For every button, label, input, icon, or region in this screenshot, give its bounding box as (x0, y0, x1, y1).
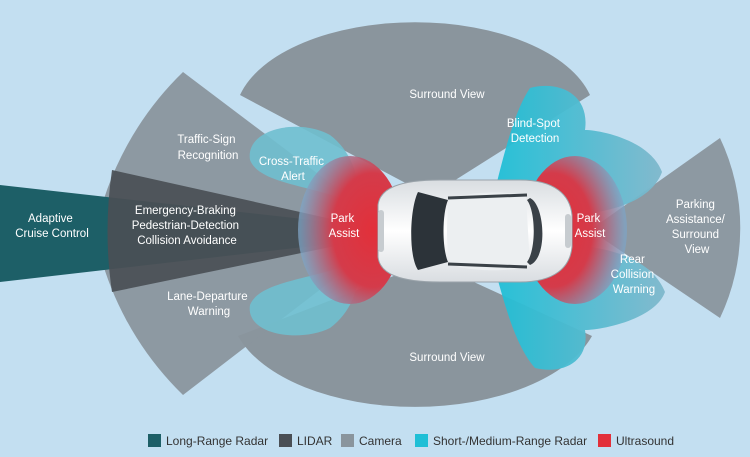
emergency-braking-line-2: Pedestrian-Detection (132, 220, 239, 232)
lane-departure-line-2: Warning (188, 306, 230, 318)
lane-departure-line-1: Lane-Departure (167, 291, 248, 303)
lidar-zone (107, 170, 345, 292)
legend-item-long-range-radar: Long-Range Radar (148, 434, 268, 448)
adaptive-cruise-line-1: Adaptive (28, 213, 73, 225)
surround-view-top-zone (240, 22, 590, 197)
adaptive-cruise-label: Adaptive Cruise Control (15, 213, 89, 240)
car-top-view (377, 179, 573, 283)
legend-item-camera: Camera (341, 434, 402, 448)
rear-collision-line-1: Rear (620, 254, 645, 266)
legend-label: Ultrasound (616, 434, 674, 448)
rear-collision-line-2: Collision (611, 269, 654, 281)
emergency-braking-line-1: Emergency-Braking (135, 205, 236, 217)
parking-assistance-line-1: Parking (676, 199, 715, 211)
parking-assistance-label: Parking Assistance/ Surround View (666, 199, 728, 256)
traffic-sign-line-1: Traffic-Sign (177, 134, 235, 146)
legend-item-short-medium-radar: Short-/Medium-Range Radar (415, 434, 587, 448)
legend-swatch (415, 434, 428, 447)
legend-label: Camera (359, 434, 402, 448)
parking-assistance-line-4: View (685, 244, 710, 256)
legend-item-lidar: LIDAR (279, 434, 333, 448)
emergency-braking-label: Emergency-Braking Pedestrian-Detection C… (132, 205, 243, 247)
surround-view-top-label: Surround View (409, 89, 485, 101)
adaptive-cruise-line-2: Cruise Control (15, 228, 89, 240)
legend-swatch (598, 434, 611, 447)
legend-label: Short-/Medium-Range Radar (433, 434, 587, 448)
legend-item-ultrasound: Ultrasound (598, 434, 674, 448)
traffic-sign-label: Traffic-Sign Recognition (177, 134, 238, 162)
park-assist-front-line-1: Park (331, 213, 355, 225)
traffic-sign-line-2: Recognition (178, 150, 239, 162)
emergency-braking-line-3: Collision Avoidance (137, 235, 237, 247)
parking-assistance-line-2: Assistance/ (666, 214, 726, 226)
blind-spot-label: Blind-Spot Detection (507, 118, 563, 145)
legend-label: Long-Range Radar (166, 434, 268, 448)
lane-departure-label: Lane-Departure Warning (167, 291, 251, 318)
legend-swatch (148, 434, 161, 447)
legend: Long-Range Radar LIDAR Camera Short-/Med… (148, 434, 674, 448)
cross-traffic-line-2: Alert (281, 171, 305, 183)
park-assist-front-line-2: Assist (329, 228, 360, 240)
rear-collision-line-3: Warning (613, 284, 655, 296)
rear-collision-label: Rear Collision Warning (611, 254, 658, 296)
surround-view-bottom-label: Surround View (409, 352, 485, 364)
park-assist-rear-line-2: Assist (575, 228, 606, 240)
park-assist-front-label: Park Assist (329, 213, 360, 240)
park-assist-rear-line-1: Park (577, 213, 601, 225)
cross-traffic-line-1: Cross-Traffic (259, 156, 324, 168)
cross-traffic-label: Cross-Traffic Alert (259, 156, 327, 183)
legend-label: LIDAR (297, 434, 333, 448)
legend-swatch (279, 434, 292, 447)
parking-assistance-camera-zone (590, 138, 741, 318)
park-assist-rear-label: Park Assist (575, 213, 606, 240)
park-assist-front-zone (298, 156, 402, 304)
blind-spot-line-2: Detection (511, 133, 560, 145)
blind-spot-line-1: Blind-Spot (507, 118, 561, 130)
legend-swatch (341, 434, 354, 447)
parking-assistance-line-3: Surround (672, 229, 719, 241)
